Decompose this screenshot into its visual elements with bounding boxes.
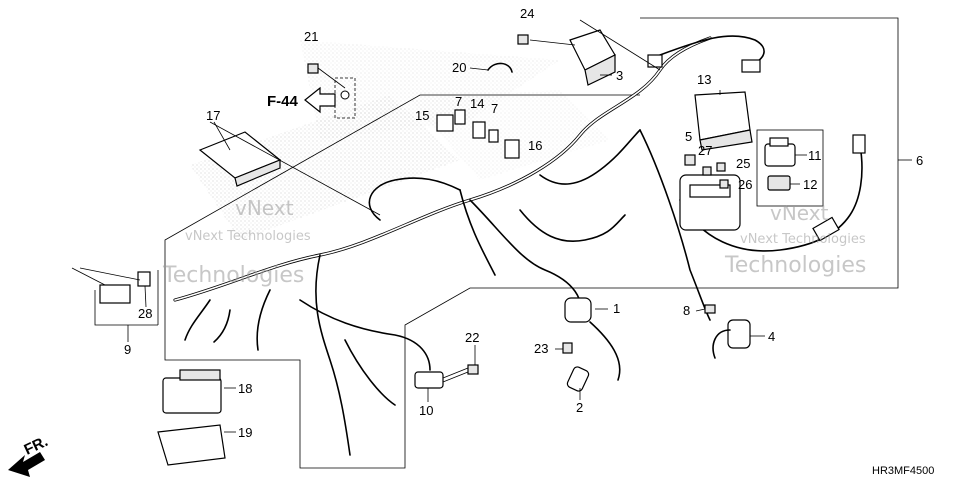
callout-9: 9 [124,342,131,357]
part-26-fuse [719,179,729,189]
callout-25: 25 [736,156,750,171]
callout-13: 13 [697,72,711,87]
part-19-cover [157,424,226,466]
part-3-control-module [569,19,661,86]
part-25-fuse [716,162,726,172]
callout-26: 26 [738,177,752,192]
drawing-code: HR3MF4500 [872,465,934,477]
part-9-bracket [99,284,131,304]
front-arrow-icon [8,452,45,477]
callout-labels: 1 2 3 4 5 6 7 7 8 9 10 11 12 13 14 15 16… [124,6,923,440]
part-11-relay [764,137,796,167]
callout-2: 2 [576,400,583,415]
watermark: vNext Technologies Technologies vNext Te… [162,196,866,288]
watermark-line-3: vNext Technologies [740,232,866,247]
callout-12: 12 [803,177,817,192]
callout-17: 17 [206,108,220,123]
part-27-fuse [702,166,712,176]
part-4-sensor [712,319,751,359]
part-1-ignition-coil [564,297,621,381]
callout-3: 3 [616,68,623,83]
callout-27: 27 [698,143,712,158]
front-label: FR. [22,433,51,459]
callout-11: 11 [808,148,822,163]
callout-15: 15 [415,108,429,123]
part-28-clip [137,271,151,287]
callout-18: 18 [238,381,252,396]
callout-10: 10 [419,403,433,418]
watermark-line-2b: Technologies [724,253,866,278]
group-frames [94,17,899,469]
part-5-clip [684,154,696,166]
callout-14: 14 [470,96,484,111]
callout-22: 22 [465,330,479,345]
callout-19: 19 [238,425,252,440]
callout-4: 4 [768,329,775,344]
watermark-line-4: vNext [235,196,294,220]
callout-6: 6 [916,153,923,168]
callout-5: 5 [685,129,692,144]
reference-label: F-44 [267,93,299,110]
part-18-connector-housing [162,369,222,414]
reference-arrow-f44 [304,77,356,119]
part-2-plug-cap [566,366,590,392]
sub-harness-6 [647,35,866,252]
callout-21: 21 [304,29,318,44]
watermark-line-1: vNext Technologies [185,229,311,244]
part-10-bracket [414,371,444,389]
main-wire-harness [173,36,712,456]
callout-20: 20 [452,60,466,75]
watermark-line-2a: Technologies [162,263,304,288]
callout-7a: 7 [455,94,462,109]
callout-1: 1 [613,301,620,316]
callout-23: 23 [534,341,548,356]
callout-8: 8 [683,303,690,318]
callout-24: 24 [520,6,534,21]
callout-7b: 7 [491,101,498,116]
leader-lines [71,39,912,433]
part-12-relay-small [767,175,791,191]
bolt-parts [307,34,716,375]
callout-28: 28 [138,306,152,321]
relay-parts-7-14-15-16 [436,109,520,159]
watermark-line-5: vNext [770,201,829,225]
part-13-fuse-box [694,91,753,151]
callout-16: 16 [528,138,542,153]
